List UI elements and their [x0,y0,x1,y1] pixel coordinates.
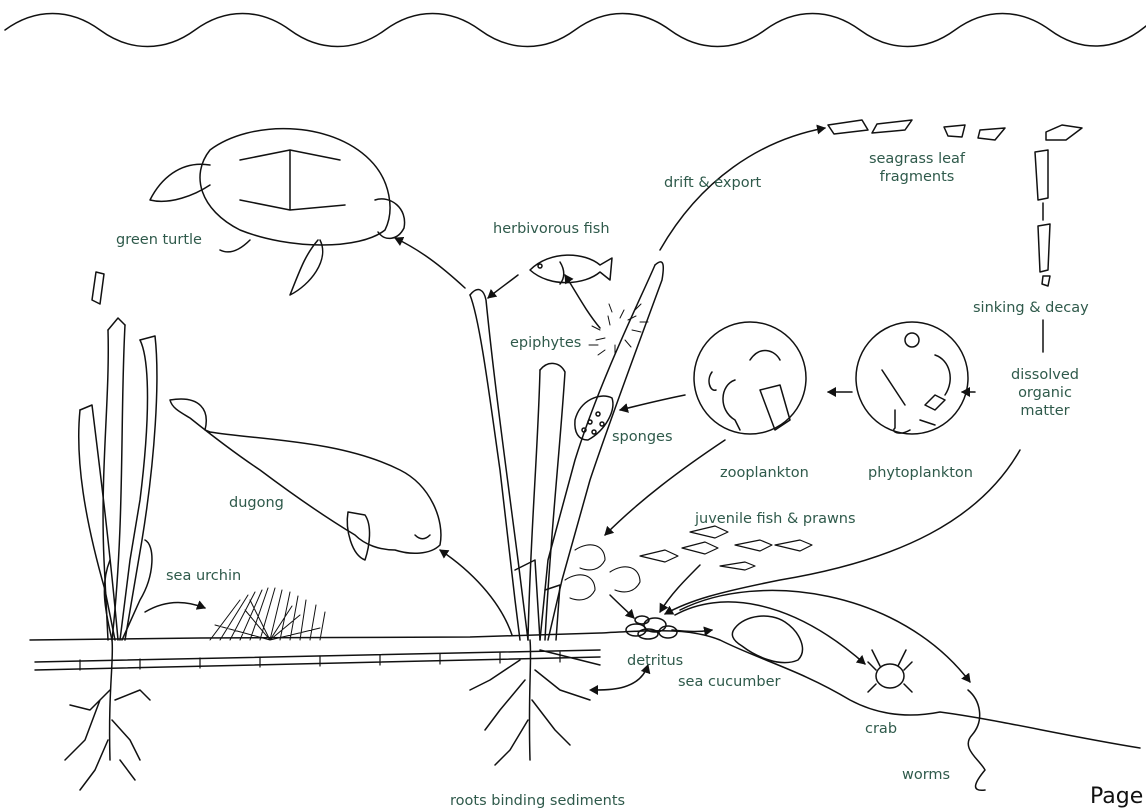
label-zooplankton: zooplankton [720,464,809,482]
label-dom-line1: dissolved [987,366,1103,384]
zooplankton-circle [694,322,806,434]
label-epiphytes: epiphytes [510,334,581,352]
label-green-turtle: green turtle [116,231,202,249]
label-dom-line3: matter [987,402,1103,420]
water-surface-line [5,14,1146,47]
green-turtle-illustration [150,129,405,295]
sea-cucumber-illustration [732,616,802,663]
sea-urchin-illustration [210,588,325,640]
prawns-illustration [565,545,640,600]
crab-illustration [868,650,912,692]
label-dugong: dugong [229,494,284,512]
leaf-fragments [828,120,1082,286]
label-seagrass-leaf-fragments-line1: seagrass leaf [852,150,982,168]
label-crab: crab [865,720,897,738]
label-dissolved-organic-matter: dissolved organic matter [987,366,1103,420]
label-sinking-decay: sinking & decay [973,299,1089,317]
detritus-pile [626,616,677,639]
phytoplankton-circle [856,322,968,434]
label-seagrass-leaf-fragments: seagrass leaf fragments [852,150,982,186]
label-juvenile-fish-prawns: juvenile fish & prawns [695,510,856,528]
juvenile-fish-illustration [640,526,812,570]
sponges-illustration [575,396,613,440]
arrows [145,128,1043,690]
seabed-line [30,631,1140,748]
label-sponges: sponges [612,428,673,446]
dugong-illustration [170,399,441,560]
rhizome-upper [35,650,600,662]
herbivorous-fish-illustration [530,255,612,284]
page-mark: Page [1090,784,1143,809]
label-seagrass-leaf-fragments-line2: fragments [852,168,982,186]
label-roots-binding-sediments: roots binding sediments [450,792,625,810]
label-detritus: detritus [627,652,683,670]
label-sea-cucumber: sea cucumber [678,673,781,691]
worm-illustration [968,690,985,790]
label-drift-export: drift & export [664,174,761,192]
label-dom-line2: organic [987,384,1103,402]
label-worms: worms [902,766,950,784]
label-sea-urchin: sea urchin [166,567,241,585]
label-herbivorous-fish: herbivorous fish [493,220,610,238]
left-seagrass-plant [65,272,157,790]
label-phytoplankton: phytoplankton [868,464,973,482]
